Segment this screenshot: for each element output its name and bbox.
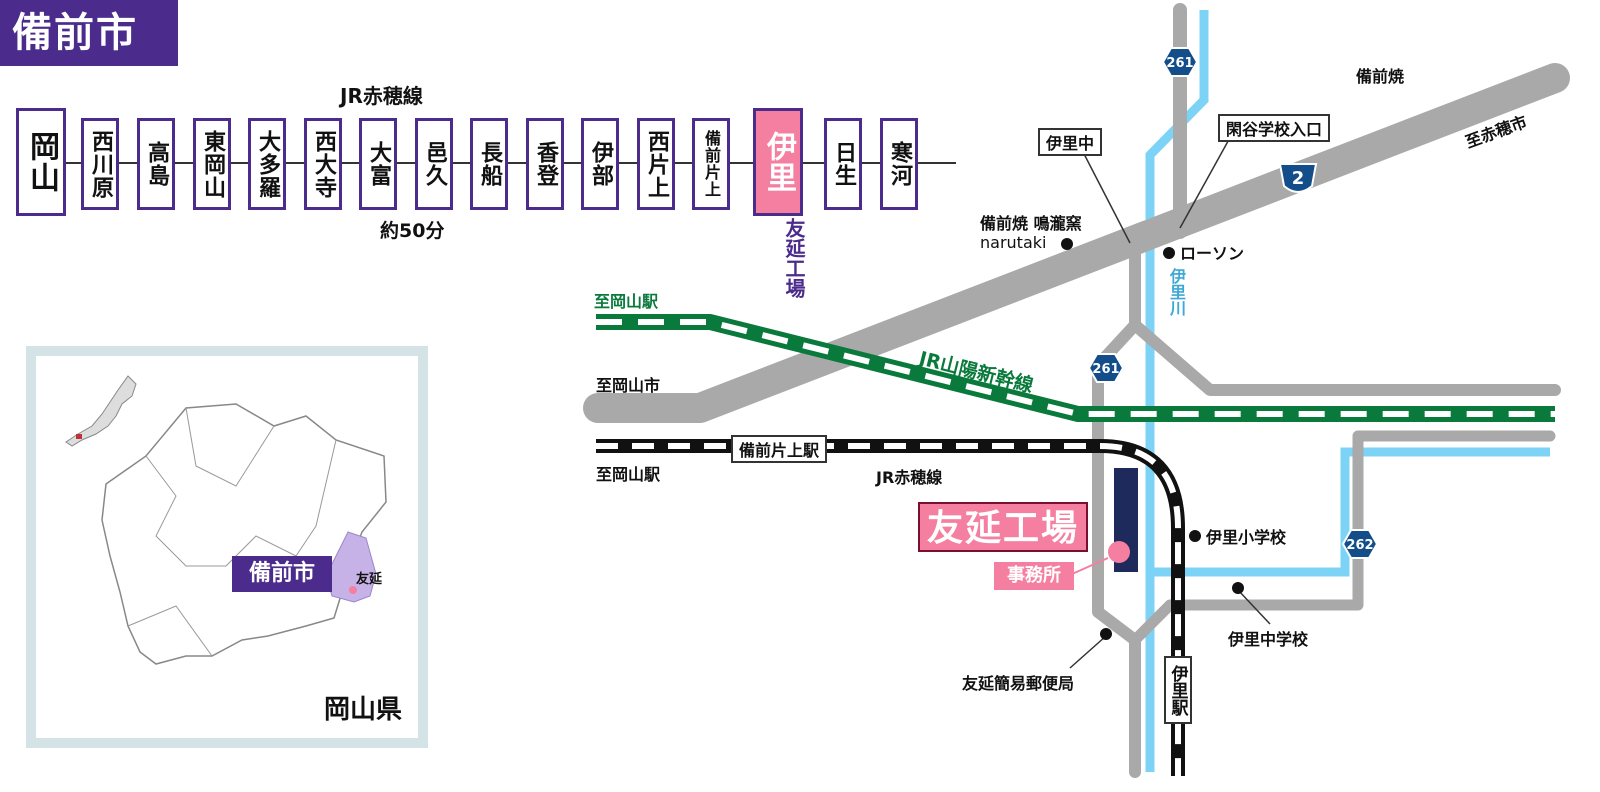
station[interactable]: 西川原 — [81, 118, 119, 210]
station[interactable]: 西大寺 — [304, 118, 342, 210]
junior-high-school: 伊里中学校 — [1228, 630, 1309, 649]
prefecture-outline — [65, 375, 387, 665]
to-okayama-station-2: 至岡山駅 — [596, 465, 661, 484]
station[interactable]: 邑久 — [415, 118, 453, 210]
station[interactable]: 寒河 — [880, 118, 918, 210]
station[interactable]: 大富 — [359, 118, 397, 210]
factory-vertical-label: 友延工場 — [782, 218, 806, 298]
kiln-roman: narutaki — [980, 233, 1047, 252]
route-shield-261b: 261 — [1087, 353, 1125, 383]
post-office: 友延簡易郵便局 — [962, 674, 1075, 693]
to-okayama-station-1: 至岡山駅 — [594, 292, 659, 311]
station[interactable]: 西片上 — [637, 118, 675, 210]
station-origin[interactable]: 岡山 — [16, 108, 66, 216]
shinkansen-line — [596, 314, 1555, 422]
roads — [583, 3, 1570, 778]
ako-line-label: JR赤穂線 — [876, 468, 943, 487]
line-name: JR赤穂線 — [340, 84, 423, 108]
svg-text:261: 261 — [1092, 362, 1119, 377]
river-label: 伊里川 — [1167, 268, 1186, 316]
station[interactable]: 大多羅 — [248, 118, 286, 210]
station-current[interactable]: 伊里 — [753, 108, 803, 216]
city-title: 備前市 — [0, 0, 178, 66]
bizenyaki-label: 備前焼 — [1356, 67, 1405, 86]
travel-time: 約50分 — [380, 220, 445, 242]
katakami-station: 備前片上駅 — [731, 435, 828, 463]
iri-station[interactable]: 伊里駅 — [1164, 656, 1192, 724]
route-shield-261a: 261 — [1161, 47, 1199, 77]
office-label[interactable]: 事務所 — [994, 562, 1074, 590]
kiln-label: 備前焼 鳴瀧窯 — [980, 214, 1082, 233]
station[interactable]: 東岡山 — [193, 118, 231, 210]
station[interactable]: 日生 — [824, 118, 862, 210]
prefecture-name: 岡山県 — [323, 695, 402, 725]
inset-area-label: 友延 — [356, 572, 383, 587]
svg-text:2: 2 — [1292, 168, 1305, 189]
station[interactable]: 伊部 — [581, 118, 619, 210]
route-shield-2: 2 — [1278, 163, 1318, 193]
svg-text:261: 261 — [1166, 56, 1193, 71]
to-okayama-city: 至岡山市 — [596, 376, 661, 395]
svg-text:262: 262 — [1346, 538, 1373, 553]
office-marker — [1108, 541, 1130, 563]
inset-city-label: 備前市 — [232, 556, 332, 592]
ako-line — [596, 439, 1185, 776]
prefecture-inset: 備前市 友延 岡山県 — [26, 346, 428, 748]
iri-jhs-short: 伊里中 — [1038, 128, 1103, 156]
route-rail — [66, 162, 956, 164]
route-shield-262: 262 — [1341, 529, 1379, 559]
sekiya-entrance: 閑谷学校入口 — [1218, 114, 1331, 142]
lawson-label: ローソン — [1180, 244, 1245, 263]
station[interactable]: 長船 — [470, 118, 508, 210]
factory-label[interactable]: 友延工場 — [918, 502, 1088, 552]
station[interactable]: 香登 — [526, 118, 564, 210]
station[interactable]: 備前片上 — [692, 118, 730, 210]
station[interactable]: 高島 — [137, 118, 175, 210]
elementary-school: 伊里小学校 — [1206, 528, 1287, 547]
